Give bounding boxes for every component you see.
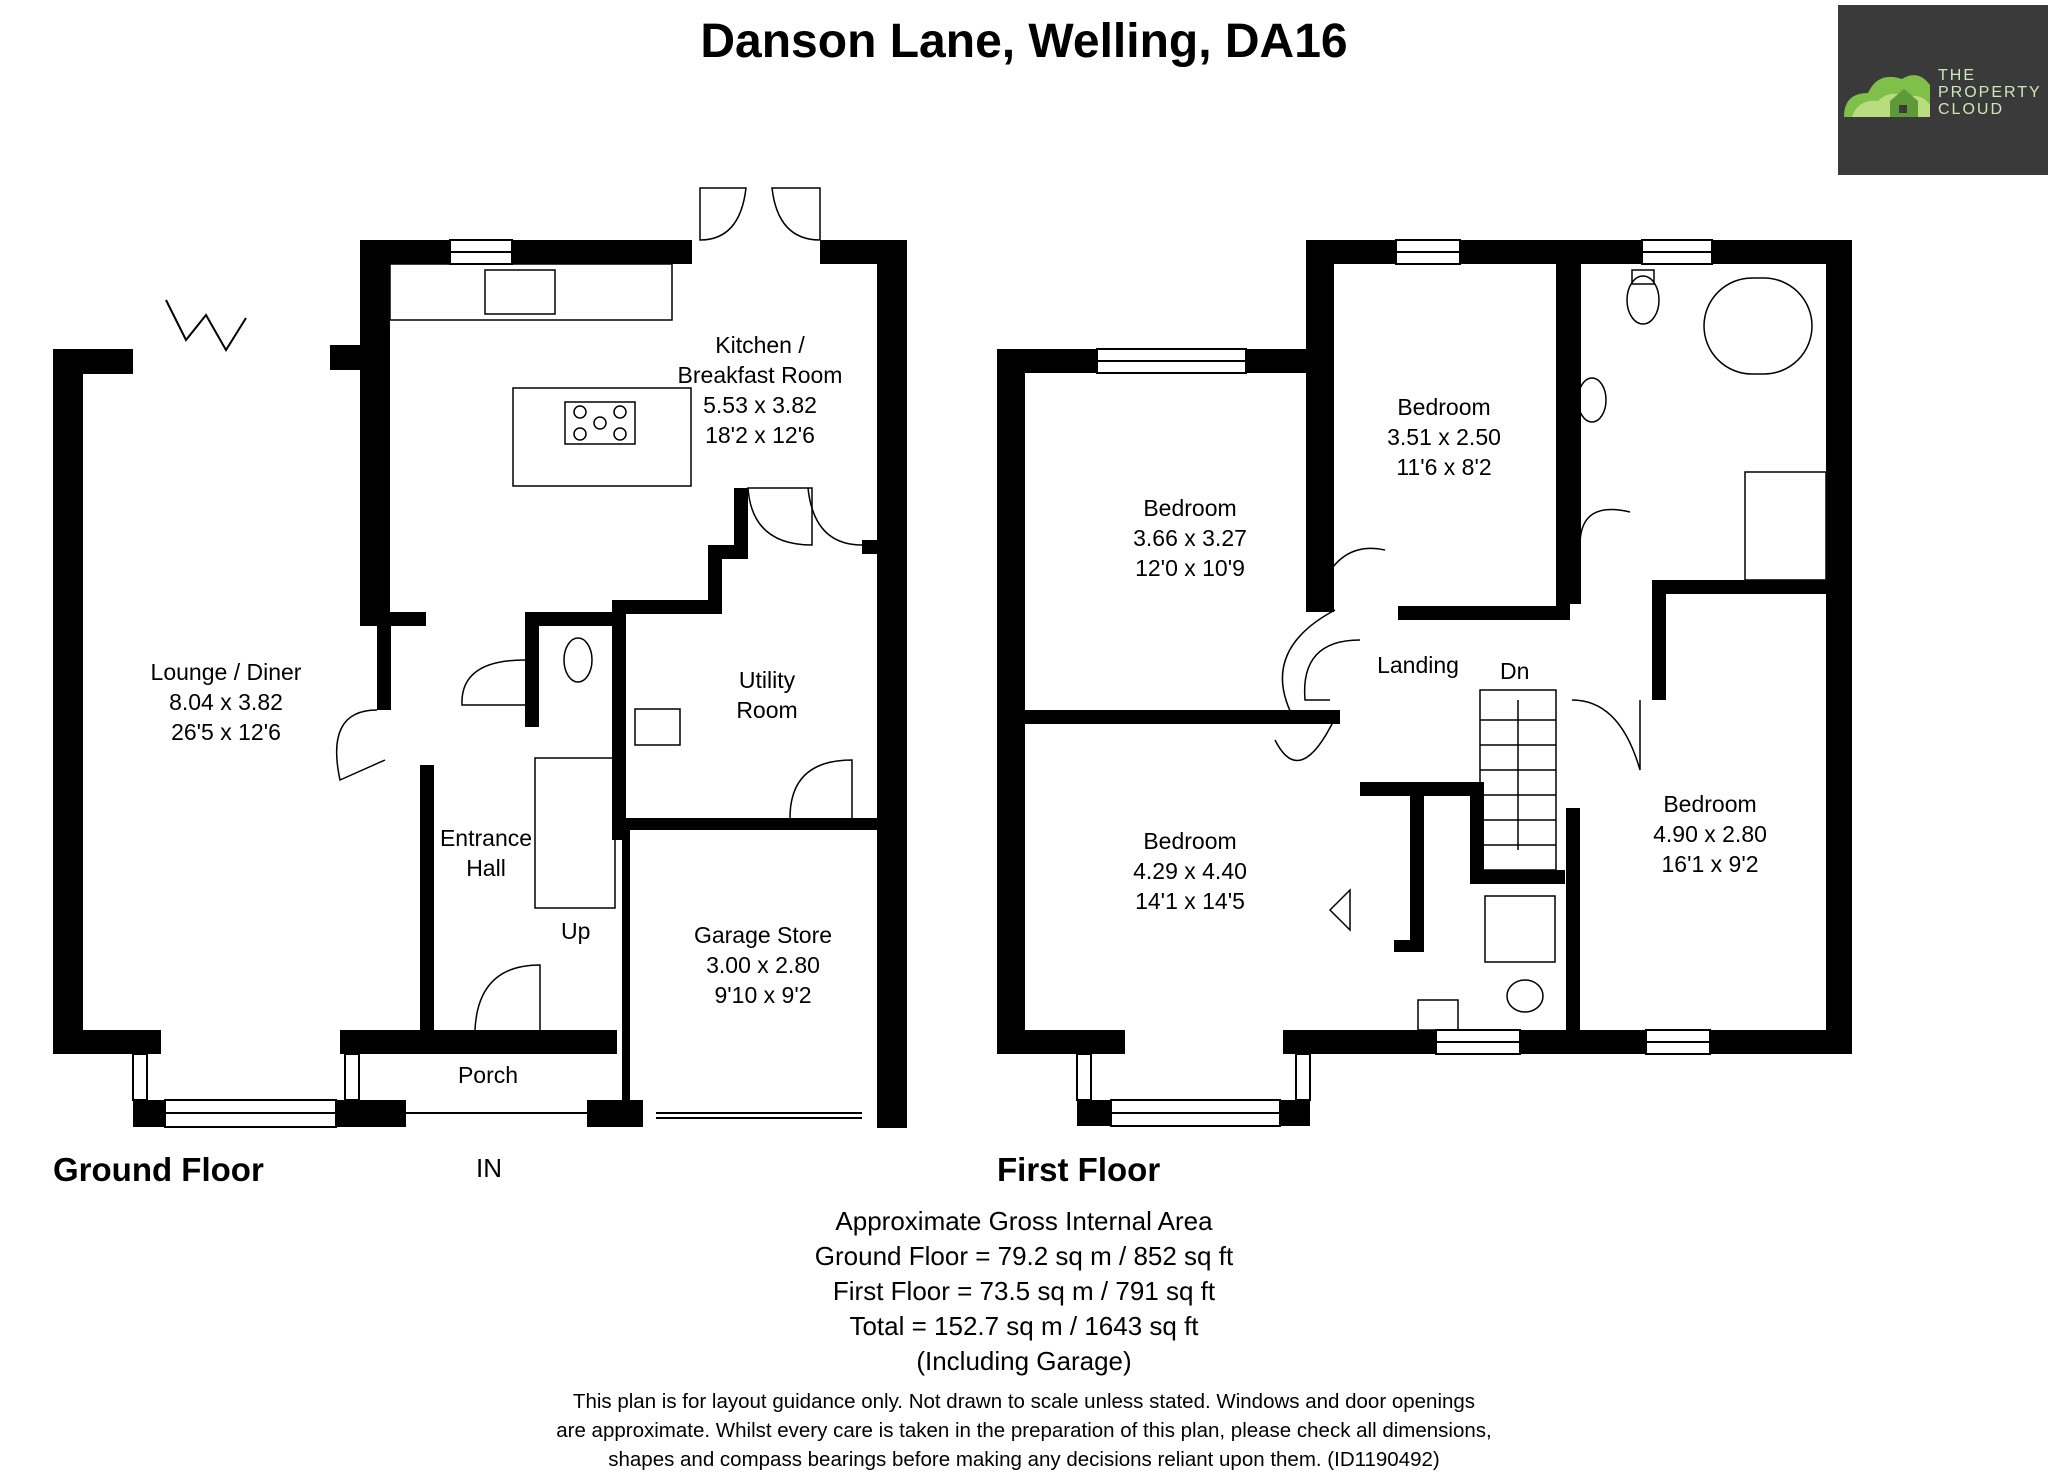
room-utility: Utility Room bbox=[736, 665, 797, 725]
room-dimensions-metric: 4.29 x 4.40 bbox=[1133, 858, 1247, 884]
room-name: Porch bbox=[457, 1062, 519, 1088]
area-summary: Approximate Gross Internal Area Ground F… bbox=[0, 1204, 2048, 1379]
room-bedroom-rear-right: Bedroom 4.90 x 2.80 16'1 x 9'2 bbox=[1653, 789, 1767, 879]
room-dimensions-imperial: 26'5 x 12'6 bbox=[171, 719, 281, 745]
room-name: Lounge / Diner bbox=[150, 659, 302, 685]
room-kitchen-breakfast: Kitchen / Breakfast Room 5.53 x 3.82 18'… bbox=[678, 330, 843, 450]
room-name: Kitchen / bbox=[715, 332, 805, 358]
room-bedroom-front-left: Bedroom 3.66 x 3.27 12'0 x 10'9 bbox=[1133, 493, 1247, 583]
room-landing: Landing bbox=[1377, 650, 1459, 680]
room-name-line2: Hall bbox=[466, 855, 506, 881]
first-floor-windows bbox=[1076, 239, 1713, 1127]
room-garage-store: Garage Store 3.00 x 2.80 9'10 x 9'2 bbox=[694, 920, 832, 1010]
logo-line-2: PROPERTY bbox=[1938, 84, 2042, 101]
ground-floor-windows bbox=[132, 239, 862, 1128]
cloud-house-icon bbox=[1844, 75, 1930, 117]
room-dimensions-imperial: 12'0 x 10'9 bbox=[1135, 555, 1245, 581]
room-name-line2: Room bbox=[736, 697, 798, 723]
entrance-marker: IN bbox=[476, 1153, 502, 1183]
room-bedroom-small: Bedroom 3.51 x 2.50 11'6 x 8'2 bbox=[1387, 392, 1501, 482]
disclaimer: This plan is for layout guidance only. N… bbox=[0, 1387, 2048, 1474]
area-ground-floor: Ground Floor = 79.2 sq m / 852 sq ft bbox=[814, 1241, 1234, 1271]
first-floor-label: First Floor bbox=[997, 1151, 1161, 1188]
room-name: Landing bbox=[1377, 652, 1459, 678]
room-dimensions-metric: 3.00 x 2.80 bbox=[706, 952, 820, 978]
first-floor-fixtures bbox=[1274, 269, 1827, 1031]
logo-wordmark: THE PROPERTY CLOUD bbox=[1938, 67, 2048, 118]
room-name: Entrance bbox=[439, 825, 533, 851]
room-dimensions-imperial: 18'2 x 12'6 bbox=[705, 422, 815, 448]
ground-floor-label: Ground Floor bbox=[53, 1151, 264, 1188]
room-name: Garage Store bbox=[693, 922, 833, 948]
room-dimensions-imperial: 11'6 x 8'2 bbox=[1396, 454, 1492, 480]
room-entrance-hall: Entrance Hall bbox=[440, 823, 532, 883]
room-dimensions-imperial: 9'10 x 9'2 bbox=[714, 982, 812, 1008]
room-name: Bedroom bbox=[1663, 791, 1757, 817]
disclaimer-line-3: shapes and compass bearings before makin… bbox=[608, 1448, 1440, 1471]
logo-line-1: THE bbox=[1938, 67, 1976, 84]
disclaimer-line-1: This plan is for layout guidance only. N… bbox=[572, 1390, 1476, 1413]
room-dimensions-metric: 4.90 x 2.80 bbox=[1653, 821, 1767, 847]
logo-line-3: CLOUD bbox=[1938, 101, 2005, 118]
room-dimensions-metric: 5.53 x 3.82 bbox=[703, 392, 817, 418]
area-note: (Including Garage) bbox=[916, 1346, 1132, 1376]
room-name: Bedroom bbox=[1397, 394, 1491, 420]
stairs-up-label: Up bbox=[561, 918, 591, 944]
ground-floor-walls bbox=[53, 240, 907, 1128]
room-bedroom-main: Bedroom 4.29 x 4.40 14'1 x 14'5 bbox=[1133, 826, 1247, 916]
room-lounge-diner: Lounge / Diner 8.04 x 3.82 26'5 x 12'6 bbox=[151, 657, 302, 747]
plan-title: Danson Lane, Welling, DA16 bbox=[700, 15, 1348, 68]
first-floor-walls bbox=[997, 240, 1852, 1126]
area-first-floor: First Floor = 73.5 sq m / 791 sq ft bbox=[832, 1276, 1216, 1306]
company-logo: THE PROPERTY CLOUD bbox=[1838, 5, 2048, 175]
room-name: Bedroom bbox=[1143, 495, 1237, 521]
disclaimer-line-2: are approximate. Whilst every care is ta… bbox=[556, 1419, 1492, 1442]
stairs-down-label: Dn bbox=[1500, 658, 1530, 684]
room-dimensions-metric: 8.04 x 3.82 bbox=[169, 689, 283, 715]
room-dimensions-imperial: 14'1 x 14'5 bbox=[1135, 888, 1245, 914]
room-name-line2: Breakfast Room bbox=[677, 362, 843, 388]
room-dimensions-metric: 3.51 x 2.50 bbox=[1387, 424, 1501, 450]
room-name: Bedroom bbox=[1143, 828, 1237, 854]
room-dimensions-metric: 3.66 x 3.27 bbox=[1133, 525, 1247, 551]
ground-floor-fixtures bbox=[165, 187, 863, 1031]
room-porch: Porch bbox=[458, 1060, 518, 1090]
area-heading: Approximate Gross Internal Area bbox=[835, 1206, 1213, 1236]
room-dimensions-imperial: 16'1 x 9'2 bbox=[1661, 851, 1759, 877]
area-total: Total = 152.7 sq m / 1643 sq ft bbox=[849, 1311, 1199, 1341]
room-name: Utility bbox=[738, 667, 796, 693]
